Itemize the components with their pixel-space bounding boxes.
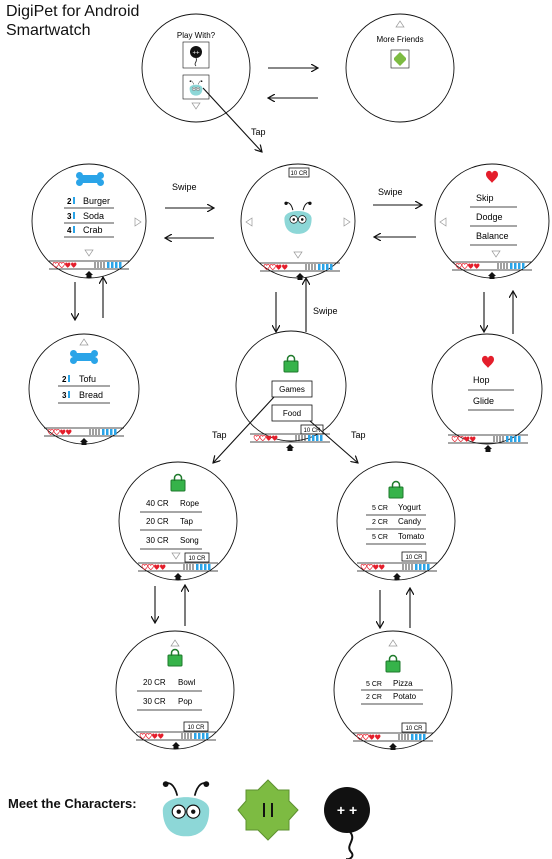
arrow-right-icon[interactable] xyxy=(343,217,351,227)
credits-badge: 10 CR xyxy=(187,725,205,731)
swipe-label: Swipe xyxy=(378,187,403,197)
svg-text:Crab[interactable]: Crab xyxy=(83,225,103,235)
tap-label: Tap xyxy=(212,430,227,440)
watch-food-2: 2 Tofu 3 Bread xyxy=(28,333,140,445)
food-list-1: 2 Burger 3 Soda 4 Crab xyxy=(64,196,114,238)
svg-text:Pizza[interactable]: Pizza xyxy=(393,679,413,688)
scroll-up-icon[interactable] xyxy=(395,20,405,28)
watch-activities-2: Hop Glide xyxy=(431,333,543,452)
watch-food-1: 2 Burger 3 Soda 4 Crab xyxy=(31,163,147,278)
diagram-title: DigiPet for Android Smartwatch xyxy=(6,2,139,40)
svg-text:2 CR: 2 CR xyxy=(372,519,388,526)
svg-text:3: 3 xyxy=(62,391,67,400)
watch-food-shop-2: 5 CR Pizza 2 CR Potato 10 CR xyxy=(333,630,453,750)
tap-label: Tap xyxy=(351,430,366,440)
svg-text:Song[interactable]: Song xyxy=(180,536,199,545)
svg-text:Games: Games xyxy=(279,385,305,394)
arrow-down-icon[interactable] xyxy=(84,249,94,257)
svg-text:+ +: + + xyxy=(337,802,357,818)
watch-home: 10 CR xyxy=(240,163,356,280)
title-line-1: DigiPet for Android xyxy=(6,3,140,20)
svg-text:Tomato[interactable]: Tomato xyxy=(398,532,425,541)
arrow-down-icon[interactable] xyxy=(293,251,303,259)
svg-text:Bread[interactable]: Bread xyxy=(79,390,103,400)
svg-text:4: 4 xyxy=(67,226,72,235)
credits-badge: 10 CR xyxy=(290,171,308,177)
more-friends-title: More Friends xyxy=(376,35,423,44)
swipe-label: Swipe xyxy=(172,182,197,192)
watch-play-with: Play With? ++ xyxy=(141,13,251,123)
svg-text:Hop[interactable]: Hop xyxy=(473,375,490,385)
play-with-title: Play With? xyxy=(177,31,216,40)
svg-text:Tap[interactable]: Tap xyxy=(180,517,193,526)
teal-character xyxy=(161,780,211,838)
arrow-left-icon[interactable] xyxy=(439,217,447,227)
credits-badge: 10 CR xyxy=(405,555,423,561)
games-button[interactable] xyxy=(271,380,313,398)
svg-text:Burger[interactable]: Burger xyxy=(83,196,110,206)
flow-arrows xyxy=(75,68,513,628)
svg-text:30 CR: 30 CR xyxy=(143,697,166,706)
watch-games-shop-1: 40 CR Rope 20 CR Tap 30 CR Song 10 CR xyxy=(118,461,238,580)
svg-text:30 CR: 30 CR xyxy=(146,536,169,545)
watch-food-shop-1: 5 CR Yogurt 2 CR Candy 5 CR Tomato 10 CR xyxy=(336,461,456,580)
arrow-tap-games xyxy=(213,396,275,463)
arrow-up-icon[interactable] xyxy=(388,639,398,647)
svg-text:40 CR: 40 CR xyxy=(146,499,169,508)
arrow-tap-food xyxy=(309,420,358,463)
svg-text:20 CR: 20 CR xyxy=(146,517,169,526)
svg-text:Yogurt[interactable]: Yogurt xyxy=(398,503,422,512)
scroll-down-icon[interactable] xyxy=(191,102,201,110)
svg-text:Rope[interactable]: Rope xyxy=(180,499,200,508)
food-button[interactable] xyxy=(271,404,313,422)
green-blob-icon xyxy=(394,52,406,66)
arrow-up-icon[interactable] xyxy=(79,338,89,346)
svg-text:Bowl[interactable]: Bowl xyxy=(178,678,196,687)
svg-text:Glide[interactable]: Glide xyxy=(473,396,494,406)
svg-text:++: ++ xyxy=(192,51,200,57)
svg-text:Tofu[interactable]: Tofu xyxy=(79,374,96,384)
watch-shop-menu: Games Food 10 CR xyxy=(235,330,347,451)
svg-text:Candy[interactable]: Candy xyxy=(398,517,421,526)
black-character: + + xyxy=(324,787,370,859)
svg-text:Potato[interactable]: Potato xyxy=(393,692,417,701)
arrow-down-icon[interactable] xyxy=(491,250,501,258)
black-blob-icon xyxy=(190,46,202,58)
svg-text:Skip[interactable]: Skip xyxy=(476,193,494,203)
credits-badge: 10 CR xyxy=(405,726,423,732)
svg-text:3: 3 xyxy=(67,212,72,221)
svg-text:5 CR: 5 CR xyxy=(372,505,388,512)
svg-text:20 CR: 20 CR xyxy=(143,678,166,687)
arrow-tap-play-to-home xyxy=(202,87,262,152)
svg-text:Food: Food xyxy=(283,409,301,418)
meet-characters-label: Meet the Characters: xyxy=(8,796,137,811)
svg-text:5 CR: 5 CR xyxy=(372,534,388,541)
svg-text:2: 2 xyxy=(62,375,67,384)
arrow-down-icon[interactable] xyxy=(171,552,181,560)
svg-text:Soda[interactable]: Soda xyxy=(83,211,104,221)
credits-badge: 10 CR xyxy=(188,556,206,562)
green-character xyxy=(237,779,299,841)
arrow-right-icon[interactable] xyxy=(134,217,142,227)
arrow-left-icon[interactable] xyxy=(245,217,253,227)
svg-text:Dodge[interactable]: Dodge xyxy=(476,212,503,222)
credits-badge: 10 CR xyxy=(303,428,321,434)
svg-text:Balance[interactable]: Balance xyxy=(476,231,509,241)
svg-text:5 CR: 5 CR xyxy=(366,681,382,688)
svg-text:Pop[interactable]: Pop xyxy=(178,697,193,706)
watch-games-shop-2: 20 CR Bowl 30 CR Pop 10 CR xyxy=(115,630,235,749)
swipe-label: Swipe xyxy=(313,306,338,316)
watch-more-friends: More Friends xyxy=(345,13,455,123)
svg-text:2 CR: 2 CR xyxy=(366,694,382,701)
watch-activities-1: Skip Dodge Balance xyxy=(434,163,550,279)
title-line-2: Smartwatch xyxy=(6,22,91,39)
arrow-up-icon[interactable] xyxy=(170,639,180,647)
svg-text:2: 2 xyxy=(67,197,72,206)
tap-label: Tap xyxy=(251,127,266,137)
